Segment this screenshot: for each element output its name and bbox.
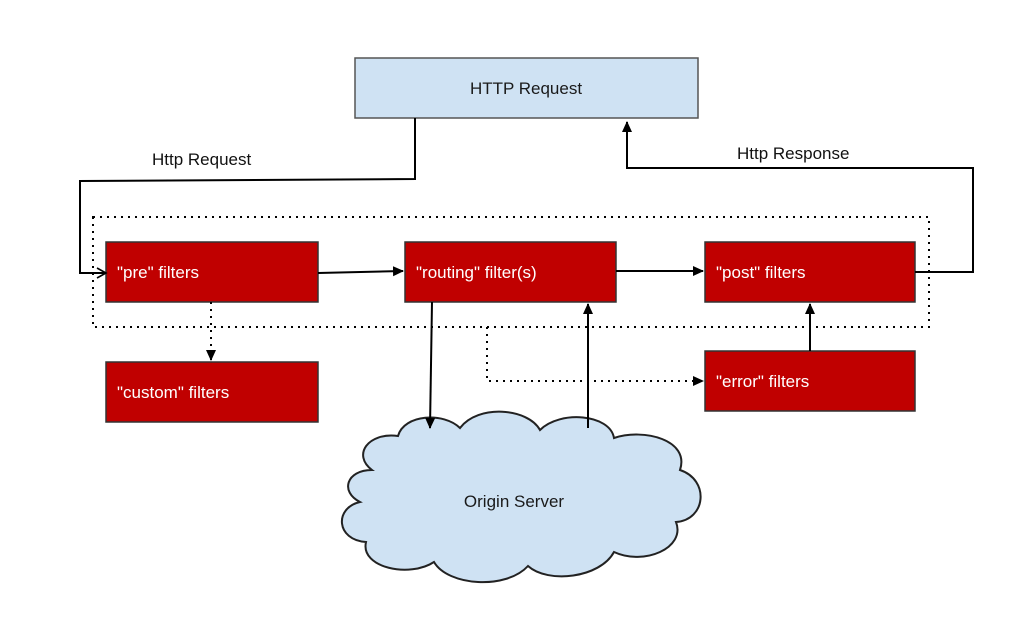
- custom-filters-node: "custom" filters: [105, 361, 319, 423]
- routing-filters-label: "routing" filter(s): [416, 263, 537, 282]
- post-filters-node: "post" filters: [704, 241, 916, 303]
- edge-label-http-response: Http Response: [737, 144, 849, 163]
- edge-pre-to-routing: [317, 266, 404, 277]
- pre-filters-label: "pre" filters: [117, 263, 199, 282]
- edge-routing-to-origin: [425, 301, 436, 429]
- post-filters-label: "post" filters: [716, 263, 806, 282]
- error-filters-node: "error" filters: [704, 350, 916, 412]
- custom-filters-label: "custom" filters: [117, 383, 229, 402]
- http-request-node: HTTP Request: [354, 57, 699, 119]
- edge-post-to-response: [622, 121, 974, 273]
- edge-request-to-pre: [79, 118, 416, 279]
- routing-filters-node: "routing" filter(s): [404, 241, 617, 303]
- edge-label-http-request: Http Request: [152, 150, 251, 169]
- origin-server-label: Origin Server: [464, 492, 564, 511]
- origin-server-node: Origin Server: [341, 410, 702, 584]
- edge-routing-to-error: [486, 327, 704, 386]
- cloud-shape: [341, 410, 702, 584]
- pre-filters-node: "pre" filters: [105, 241, 319, 303]
- http-request-label: HTTP Request: [470, 79, 582, 98]
- error-filters-label: "error" filters: [716, 372, 809, 391]
